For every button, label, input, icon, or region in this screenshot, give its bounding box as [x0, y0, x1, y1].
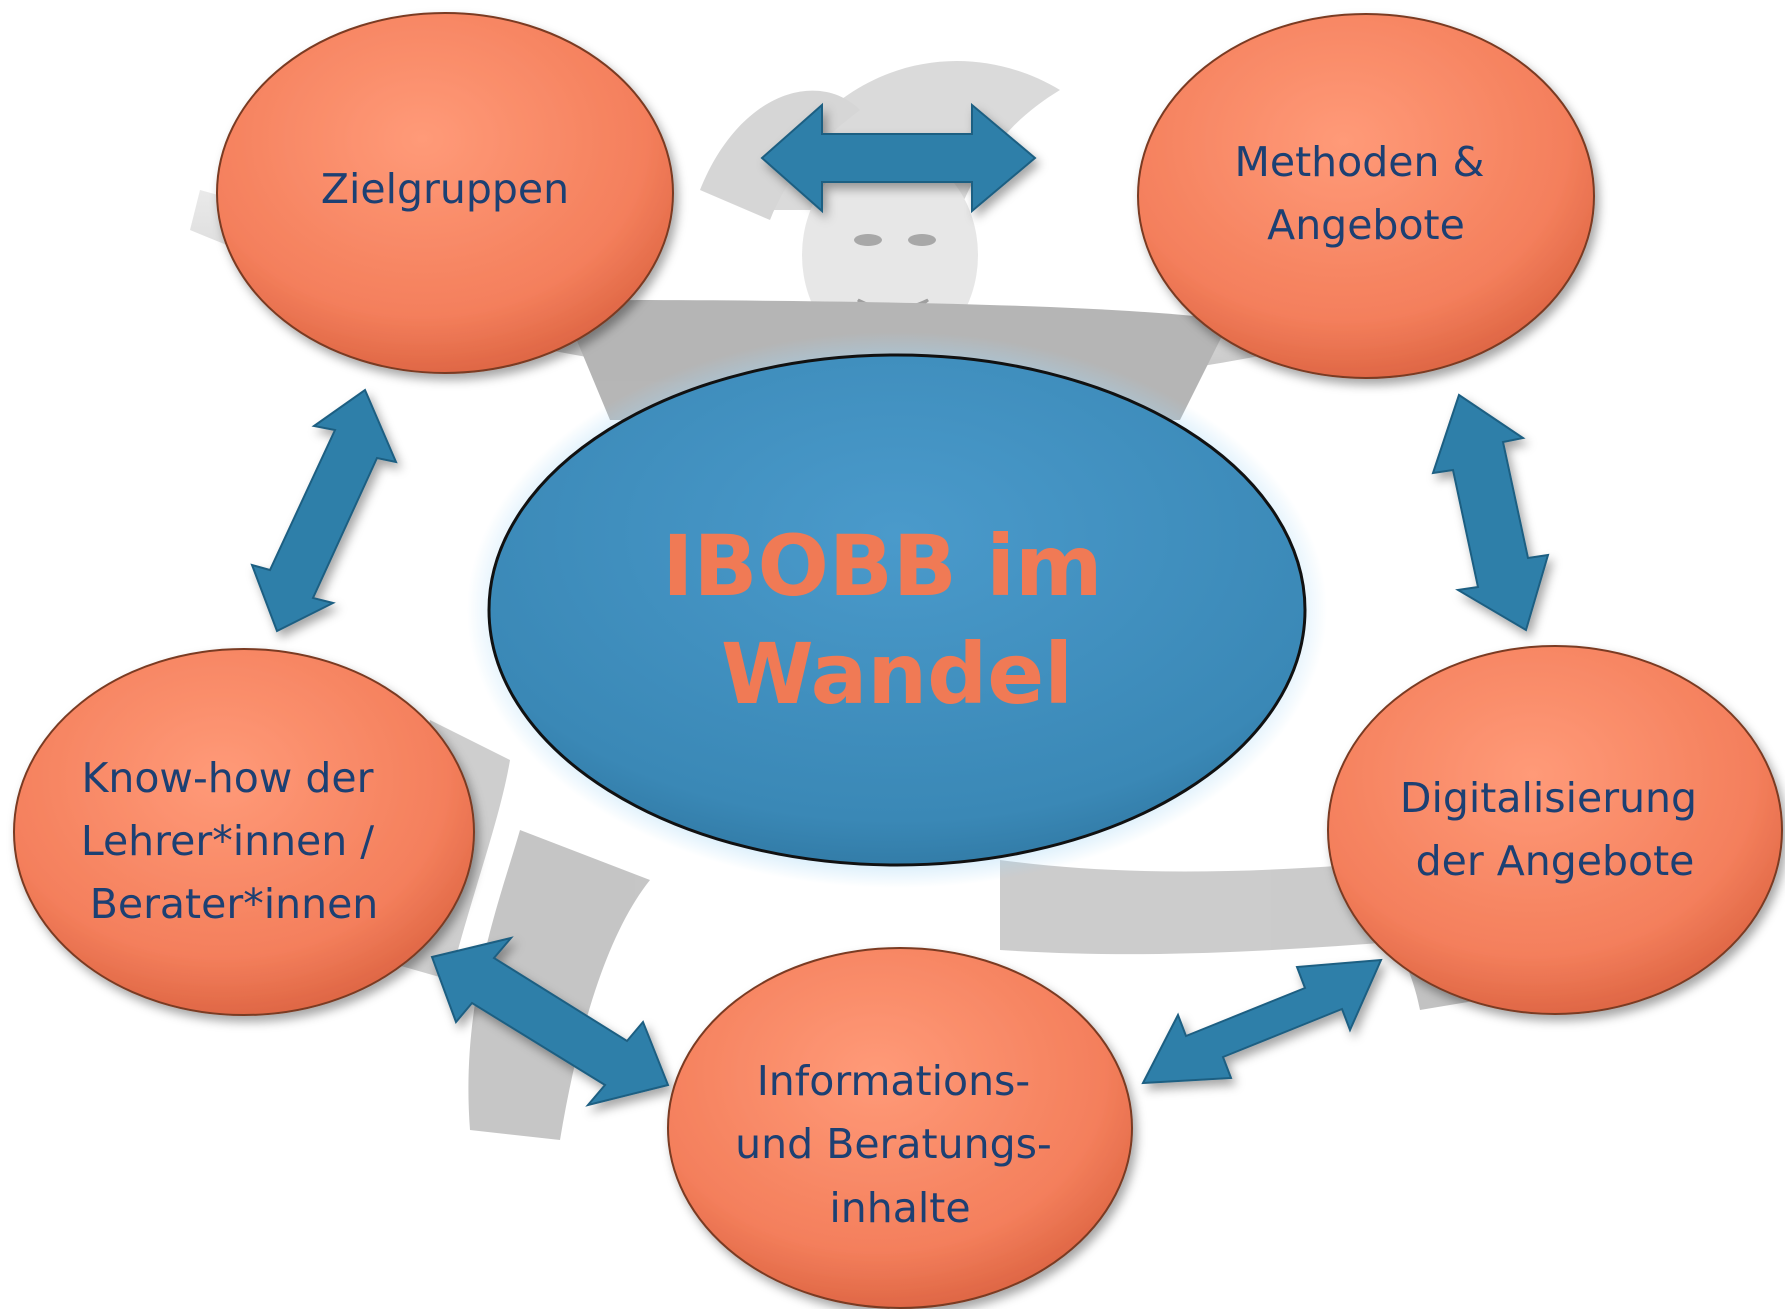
svg-text:IBOBB im Wandel: IBOBB im Wandel [662, 517, 1132, 723]
double-arrow-right [1431, 393, 1550, 632]
svg-text:Methoden & Angebote: Methoden & Angebote [1234, 138, 1497, 249]
svg-text:Informations- und Beratu: Informations- und Beratungs- inhalte [735, 1057, 1065, 1232]
node-digitalisierung: Digitalisierung der Angebote [1327, 645, 1783, 1015]
node-informations-line-1: Informations- [757, 1057, 1031, 1105]
double-arrow-bottom-left [430, 936, 670, 1107]
double-arrow-top [760, 102, 1037, 214]
center-title-line-1: IBOBB im [662, 517, 1102, 615]
node-informations-line-2: und Beratungs- [735, 1120, 1052, 1168]
double-arrow-left [250, 388, 398, 633]
node-knowhow-line-1: Know-how der [81, 754, 373, 802]
node-knowhow-line-3: Berater*innen [90, 880, 379, 928]
node-methoden-angebote: Methoden & Angebote [1137, 13, 1595, 379]
svg-text:Know-how der Lehrer*inne: Know-how der Lehrer*innen / Berater*inne… [81, 754, 387, 928]
node-informations-line-3: inhalte [829, 1184, 970, 1232]
node-methoden-line-1: Methoden & [1234, 138, 1484, 186]
svg-text:Digitalisierung der Ange: Digitalisierung der Angebote [1400, 774, 1710, 885]
svg-text:Zielgruppen: Zielgruppen [321, 165, 569, 213]
center-title-line-2: Wandel [721, 625, 1073, 723]
node-methoden-line-2: Angebote [1267, 201, 1465, 249]
node-informations-beratungsinhalte: Informations- und Beratungs- inhalte [667, 947, 1133, 1309]
node-zielgruppen-line-1: Zielgruppen [321, 165, 569, 213]
node-knowhow-line-2: Lehrer*innen / [81, 817, 374, 865]
node-digitalisierung-line-1: Digitalisierung [1400, 774, 1697, 822]
center-node: IBOBB im Wandel [467, 332, 1327, 888]
node-zielgruppen: Zielgruppen [216, 12, 674, 374]
double-arrow-bottom-right [1141, 958, 1383, 1085]
node-digitalisierung-line-2: der Angebote [1416, 837, 1695, 885]
node-knowhow-lehrer-berater: Know-how der Lehrer*innen / Berater*inne… [13, 648, 475, 1016]
